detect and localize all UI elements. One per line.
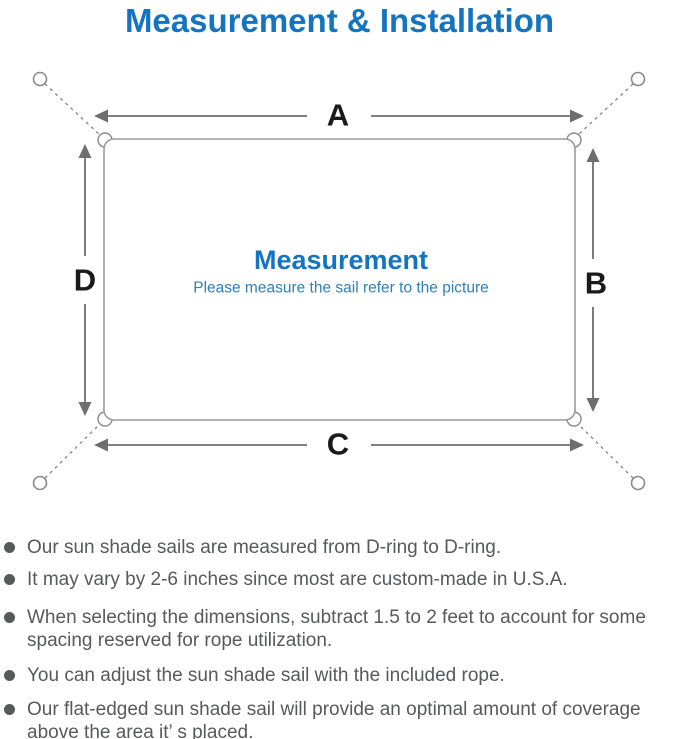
arrowhead-icon — [94, 438, 108, 452]
list-item: Our flat-edged sun shade sail will provi… — [2, 698, 673, 739]
bullet-icon — [4, 612, 15, 623]
note-text: When selecting the dimensions, subtract … — [27, 607, 646, 651]
note-text: It may vary by 2-6 inches since most are… — [27, 569, 568, 590]
diagram-center-subtitle: Please measure the sail refer to the pic… — [193, 280, 489, 297]
bullet-icon — [4, 704, 15, 715]
bullet-icon — [4, 542, 15, 553]
list-item: You can adjust the sun shade sail with t… — [2, 664, 673, 687]
arrowhead-icon — [94, 109, 108, 123]
arrowhead-icon — [570, 438, 584, 452]
bullet-icon — [4, 670, 15, 681]
arrowhead-icon — [570, 109, 584, 123]
measurement-diagram: A C D B Measurement Please measure the s… — [0, 60, 679, 520]
arrowhead-icon — [78, 402, 92, 416]
page-title: Measurement & Installation — [124, 2, 555, 39]
anchor-ring-icon-top-left — [32, 71, 48, 87]
bullet-icon — [4, 574, 15, 585]
arrowhead-icon — [586, 398, 600, 412]
dimension-label-a: A — [327, 98, 349, 133]
diagram-center-title: Measurement — [254, 245, 428, 275]
list-item: When selecting the dimensions, subtract … — [2, 606, 673, 652]
anchor-ring-icon-bottom-right — [630, 475, 646, 491]
note-text: Our sun shade sails are measured from D-… — [27, 537, 502, 558]
dimension-label-c: C — [327, 427, 349, 462]
dimension-label-d: D — [74, 263, 96, 298]
rope-dashed-line-top-left — [44, 83, 101, 136]
dimension-label-b: B — [585, 266, 607, 301]
anchor-ring-icon-top-right — [630, 71, 646, 87]
note-text: You can adjust the sun shade sail with t… — [27, 665, 505, 686]
list-item: Our sun shade sails are measured from D-… — [2, 536, 673, 559]
sail-rectangle — [103, 138, 576, 421]
rope-dashed-line-bottom-left — [44, 423, 101, 479]
arrowhead-icon — [78, 144, 92, 158]
arrowhead-icon — [586, 148, 600, 162]
note-text: Our flat-edged sun shade sail will provi… — [27, 699, 641, 739]
list-item: It may vary by 2-6 inches since most are… — [2, 568, 673, 591]
anchor-ring-icon-bottom-left — [32, 475, 48, 491]
rope-dashed-line-top-right — [577, 83, 634, 136]
notes-list: Our sun shade sails are measured from D-… — [0, 520, 679, 739]
rope-dashed-line-bottom-right — [577, 423, 634, 479]
